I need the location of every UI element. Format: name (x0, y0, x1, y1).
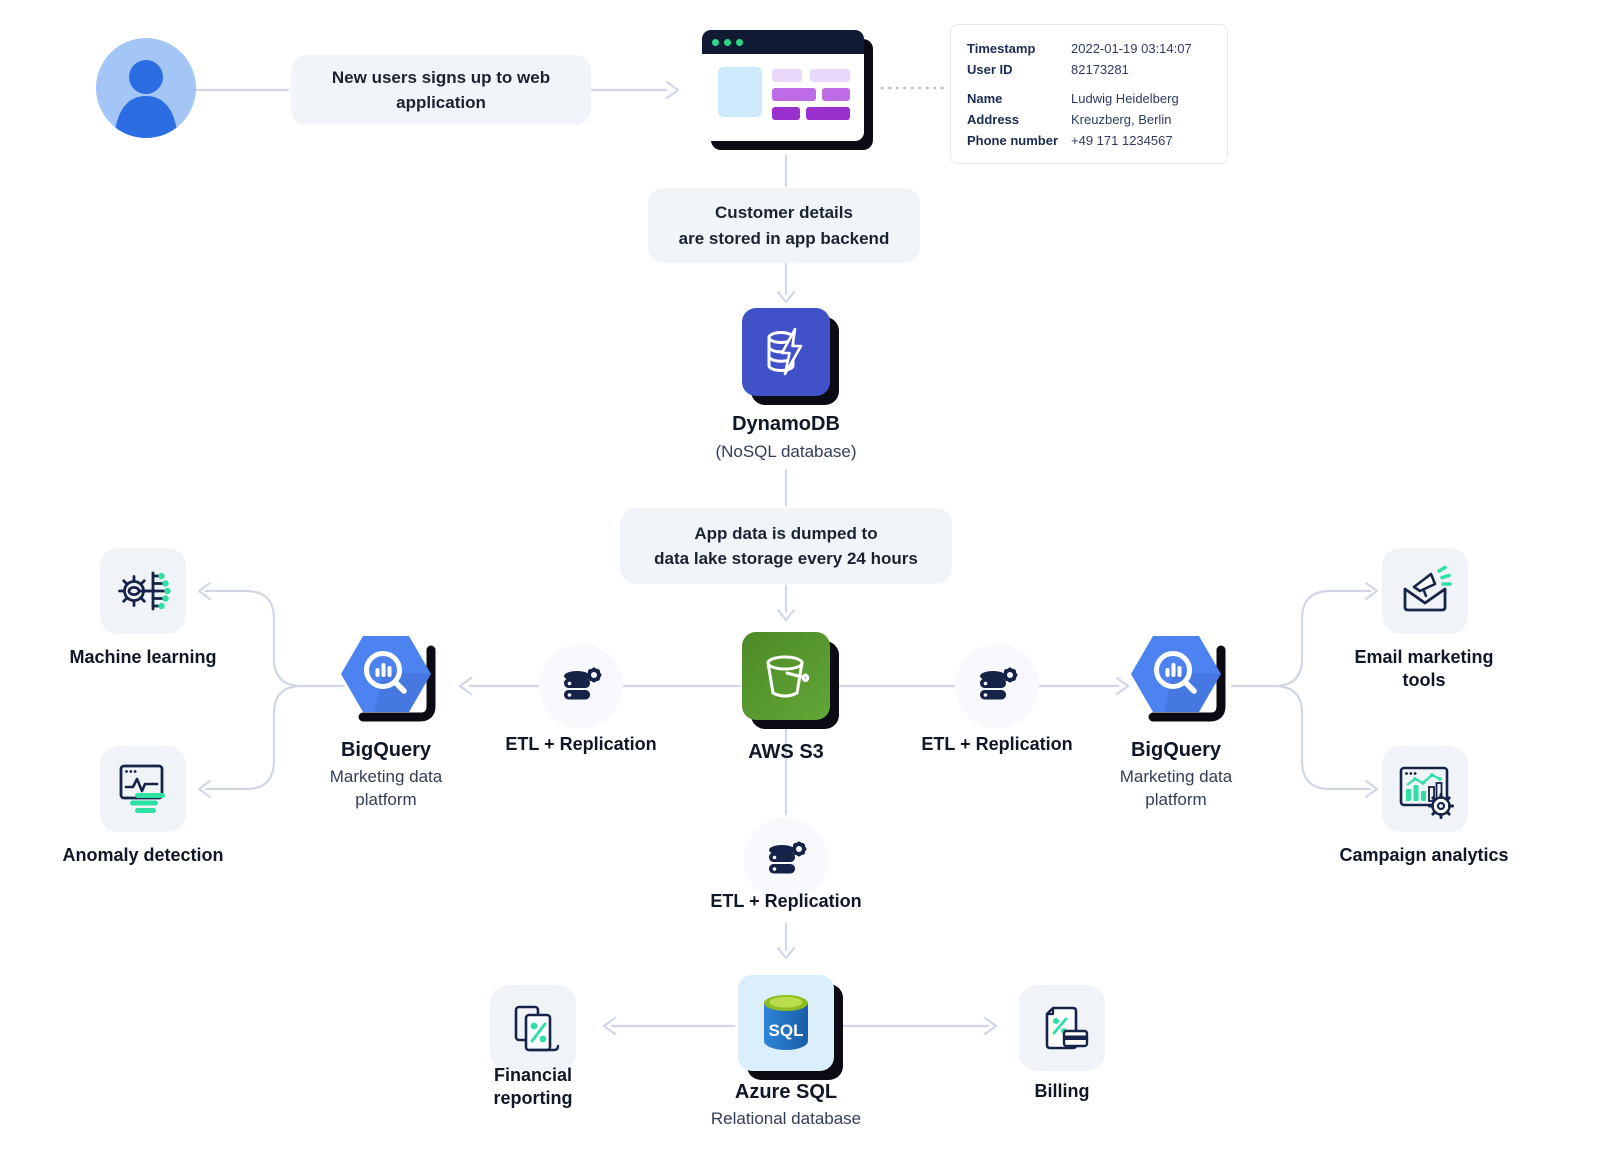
aws-s3-bucket-icon (742, 632, 830, 720)
browser-window (702, 30, 864, 141)
financial-reporting-node (490, 985, 576, 1071)
bigquery-magnifier-hexagon-icon (1131, 636, 1226, 722)
machine-learning-node (100, 548, 186, 634)
etl-database-gear-icon (980, 667, 1018, 700)
etl-replication-left (539, 644, 623, 728)
card-row: Address Kreuzberg, Berlin (967, 109, 1211, 130)
etl-right-label: ETL + Replication (921, 734, 1073, 754)
app-data-note: App data is dumped to data lake storage … (620, 508, 952, 584)
bigquery-right-title: BigQuery (1130, 739, 1222, 761)
anomaly-detection-label: Anomaly detection (62, 845, 224, 865)
card-row: Timestamp 2022-01-19 03:14:07 (967, 38, 1211, 59)
campaign-analytics-chart-icon (1399, 766, 1454, 819)
card-label: Timestamp (967, 41, 1036, 56)
window-dot-icon (712, 38, 719, 46)
note-line: Customer details (715, 203, 853, 222)
financial-reporting-receipt-icon (514, 1005, 560, 1052)
campaign-analytics-label: Campaign analytics (1339, 845, 1509, 865)
note-line: data lake storage every 24 hours (654, 549, 918, 568)
bigquery-magnifier-hexagon-icon (341, 636, 436, 722)
content-block (806, 107, 850, 120)
card-label: Phone number (967, 133, 1059, 148)
card-value: Kreuzberg, Berlin (1071, 112, 1172, 127)
content-block (772, 107, 800, 120)
billing-label: Billing (1034, 1081, 1090, 1101)
card-row: User ID 82173281 (967, 59, 1211, 80)
anomaly-detection-monitor-icon (119, 764, 165, 813)
card-value: 82173281 (1071, 62, 1129, 77)
svg-text:SQL: SQL (769, 1021, 804, 1040)
card-value: 2022-01-19 03:14:07 (1071, 41, 1192, 56)
aws-s3-node (742, 632, 848, 738)
window-dot-icon (736, 38, 743, 46)
window-dot-icon (724, 38, 731, 46)
card-label: Name (967, 91, 1003, 106)
bigquery-right-subtitle: Marketing data platform (1119, 767, 1233, 809)
card-row: Name Ludwig Heidelberg (967, 88, 1211, 109)
bigquery-right-node (1128, 626, 1228, 726)
billing-invoice-icon (1045, 1006, 1089, 1050)
signup-note-text: New users signs up to web application (331, 67, 551, 113)
machine-learning-label: Machine learning (69, 647, 217, 667)
etl-database-gear-icon (769, 841, 807, 874)
campaign-analytics-node (1382, 746, 1468, 832)
email-marketing-label: Email marketing tools (1354, 647, 1494, 691)
etl-bottom-label: ETL + Replication (710, 891, 862, 911)
bigquery-left-node (338, 626, 438, 726)
etl-left-label: ETL + Replication (505, 734, 657, 754)
machine-learning-gear-icon (118, 571, 171, 611)
dynamodb-icon (742, 308, 830, 396)
billing-node (1019, 985, 1105, 1071)
content-block (810, 69, 850, 82)
financial-reporting-label: Financial reporting (493, 1065, 573, 1109)
dynamodb-subtitle: (NoSQL database) (715, 442, 857, 461)
user-avatar-icon (96, 38, 196, 138)
email-marketing-node (1382, 548, 1468, 634)
note-line: App data is dumped to (694, 523, 878, 543)
azure-sql-subtitle: Relational database (710, 1109, 862, 1128)
signup-note: New users signs up to web application (291, 55, 591, 125)
azure-sql-node: SQL (738, 975, 852, 1089)
card-label: Address (967, 112, 1020, 127)
user-details-card: Timestamp 2022-01-19 03:14:07 User ID 82… (950, 24, 1228, 164)
card-label: User ID (967, 62, 1013, 77)
card-row: Phone number +49 171 1234567 (967, 130, 1211, 151)
anomaly-detection-node (100, 746, 186, 832)
customer-details-note: Customer details are stored in app backe… (648, 188, 920, 263)
etl-replication-right (955, 644, 1039, 728)
s3-title: AWS S3 (748, 741, 824, 763)
card-value: Ludwig Heidelberg (1071, 91, 1179, 106)
etl-replication-bottom (744, 818, 828, 902)
content-block (718, 67, 762, 117)
content-block (822, 88, 850, 101)
dynamodb-title: DynamoDB (732, 413, 840, 435)
bigquery-left-title: BigQuery (340, 739, 432, 761)
azure-sql-title: Azure SQL (734, 1081, 838, 1103)
note-line: are stored in app backend (678, 228, 890, 248)
content-block (772, 69, 802, 82)
dynamodb-node (742, 308, 848, 414)
content-block (772, 88, 816, 101)
card-value: +49 171 1234567 (1071, 133, 1173, 148)
bigquery-left-subtitle: Marketing data platform (329, 767, 443, 809)
email-marketing-envelope-icon (1403, 565, 1452, 612)
azure-sql-cylinder-icon: SQL (738, 975, 834, 1071)
etl-database-gear-icon (564, 667, 602, 700)
web-app-browser-icon (702, 30, 873, 150)
